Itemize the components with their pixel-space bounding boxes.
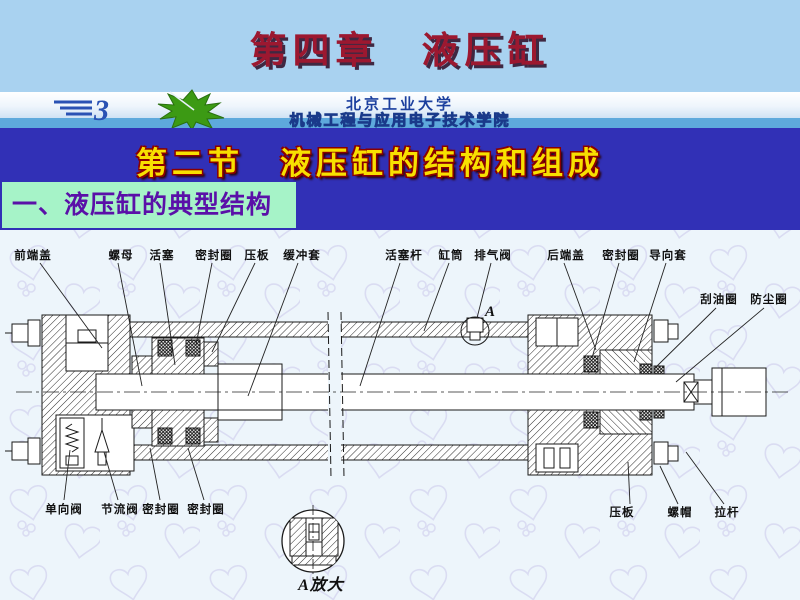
label-piston: 活塞 xyxy=(150,248,175,262)
detail-circle xyxy=(281,505,345,580)
cylinder-drawing xyxy=(5,311,788,580)
label-front-end-cover: 前端盖 xyxy=(14,248,52,262)
subtitle-text: 一、液压缸的典型结构 xyxy=(12,191,273,219)
cylinder-diagram: 前端盖 螺母 活塞 密封圈 压板 缓冲套 活塞杆 缸筒 排气阀 后端盖 密封圈 … xyxy=(0,230,800,600)
label-buffer-sleeve: 缓冲套 xyxy=(283,248,321,262)
university-logo-icon: 3 xyxy=(52,92,162,131)
exhaust-valve-marker xyxy=(460,316,490,346)
label-rear-end-cover: 后端盖 xyxy=(547,248,585,262)
label-pressure-plate-top: 压板 xyxy=(245,248,270,262)
university-name: 北京工业大学 xyxy=(345,96,454,113)
logo-glyph: 3 xyxy=(93,94,109,126)
section-bar: 第二节 液压缸的结构和组成 一、液压缸的典型结构 xyxy=(0,128,800,230)
banner-background xyxy=(0,92,800,118)
part-labels: 前端盖 螺母 活塞 密封圈 压板 缓冲套 活塞杆 缸筒 排气阀 后端盖 密封圈 … xyxy=(14,248,788,594)
label-tie-rod: 拉杆 xyxy=(715,505,740,519)
label-nut: 螺母 xyxy=(109,248,134,262)
label-seal-ring-4: 密封圈 xyxy=(186,502,225,516)
label-cap-nut: 螺帽 xyxy=(668,505,693,519)
check-valve-shape xyxy=(59,417,85,469)
subtitle-box: 一、液压缸的典型结构 xyxy=(2,182,296,228)
label-seal-ring-2: 密封圈 xyxy=(601,248,640,262)
label-throttle-valve: 节流阀 xyxy=(101,502,139,516)
label-dust-ring: 防尘圈 xyxy=(750,292,788,306)
left-bolts xyxy=(5,319,41,465)
university-banner: 3 北京工业大学 机械工程与应用电子技术学院 xyxy=(0,89,800,132)
slide-header: 第四章 液压缸 xyxy=(0,0,800,92)
label-seal-ring-3: 密封圈 xyxy=(141,502,180,516)
break-lines xyxy=(327,311,345,479)
label-oil-scraper-ring: 刮油圈 xyxy=(700,292,738,306)
slide-title: 第四章 液压缸 xyxy=(249,30,551,71)
label-seal-ring-1: 密封圈 xyxy=(194,248,233,262)
throttle-valve-shape xyxy=(94,418,110,466)
label-cylinder-barrel: 缸筒 xyxy=(438,248,464,262)
right-nuts xyxy=(653,319,679,465)
label-guide-sleeve: 导向套 xyxy=(649,248,687,262)
college-name: 机械工程与应用电子技术学院 xyxy=(289,112,511,130)
section-title: 第二节 液压缸的结构和组成 xyxy=(136,146,604,181)
label-piston-rod: 活塞杆 xyxy=(385,248,423,262)
guide-sleeve-shape xyxy=(583,349,665,435)
banner-stripe xyxy=(0,118,800,128)
label-pressure-plate-bottom: 压板 xyxy=(610,505,635,519)
label-exhaust-valve: 排气阀 xyxy=(474,248,512,262)
label-check-valve: 单向阀 xyxy=(45,502,83,516)
leader-lines xyxy=(39,262,765,505)
detail-marker-a: A xyxy=(484,304,495,320)
detail-caption: A放大 xyxy=(297,576,345,594)
